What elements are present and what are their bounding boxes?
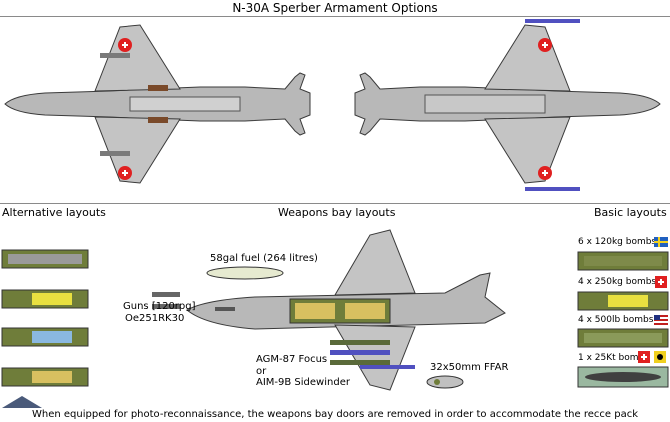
divider-top — [0, 16, 670, 17]
weapons-bay-layouts-heading: Weapons bay layouts — [278, 206, 396, 219]
basic-bay-4 — [577, 366, 669, 388]
gun-pods — [152, 292, 180, 309]
ffar-label: 32x50mm FFAR — [430, 362, 509, 373]
ffar-pod — [426, 375, 464, 389]
basic-layout-3-label: 4 x 500lb bombs — [578, 315, 654, 325]
basic-layout-4-label: 1 x 25Kt bomb — [578, 353, 645, 363]
aircraft-underside-right — [354, 19, 661, 191]
divider-middle — [0, 203, 670, 204]
alternative-layouts-heading: Alternative layouts — [2, 206, 106, 219]
alt-bay-4 — [1, 367, 89, 387]
sweden-flag — [654, 237, 668, 247]
or-label: or — [256, 366, 267, 377]
basic-bay-1 — [577, 251, 669, 271]
page-title: N-30A Sperber Armament Options — [232, 1, 438, 15]
gun-model-label: Oe251RK30 — [125, 313, 185, 324]
us-flag — [654, 315, 668, 325]
agm-focus-missiles — [330, 340, 390, 365]
caption: When equipped for photo-reconnaissance, … — [0, 408, 670, 422]
fuel-label: 58gal fuel (264 litres) — [210, 253, 318, 264]
guns-label: Guns [120rpg] — [123, 301, 196, 312]
basic-bay-2 — [577, 291, 669, 311]
nuclear-flags — [638, 351, 666, 363]
basic-layout-2-label: 4 x 250kg bombs — [578, 277, 657, 287]
alt-bay-1 — [1, 249, 89, 269]
basic-layouts-heading: Basic layouts — [594, 206, 667, 219]
alt-bay-2 — [1, 289, 89, 309]
swiss-flag — [655, 276, 667, 288]
agm-label: AGM-87 Focus — [256, 354, 328, 365]
basic-bay-3 — [577, 328, 669, 348]
alt-bay-3 — [1, 327, 89, 347]
watermark-logo — [2, 396, 42, 408]
fuel-tank — [206, 266, 284, 280]
aim-label: AIM-9B Sidewinder — [256, 377, 350, 388]
basic-layout-1-label: 6 x 120kg bombs — [578, 237, 657, 247]
aircraft-underside-left — [4, 24, 311, 184]
